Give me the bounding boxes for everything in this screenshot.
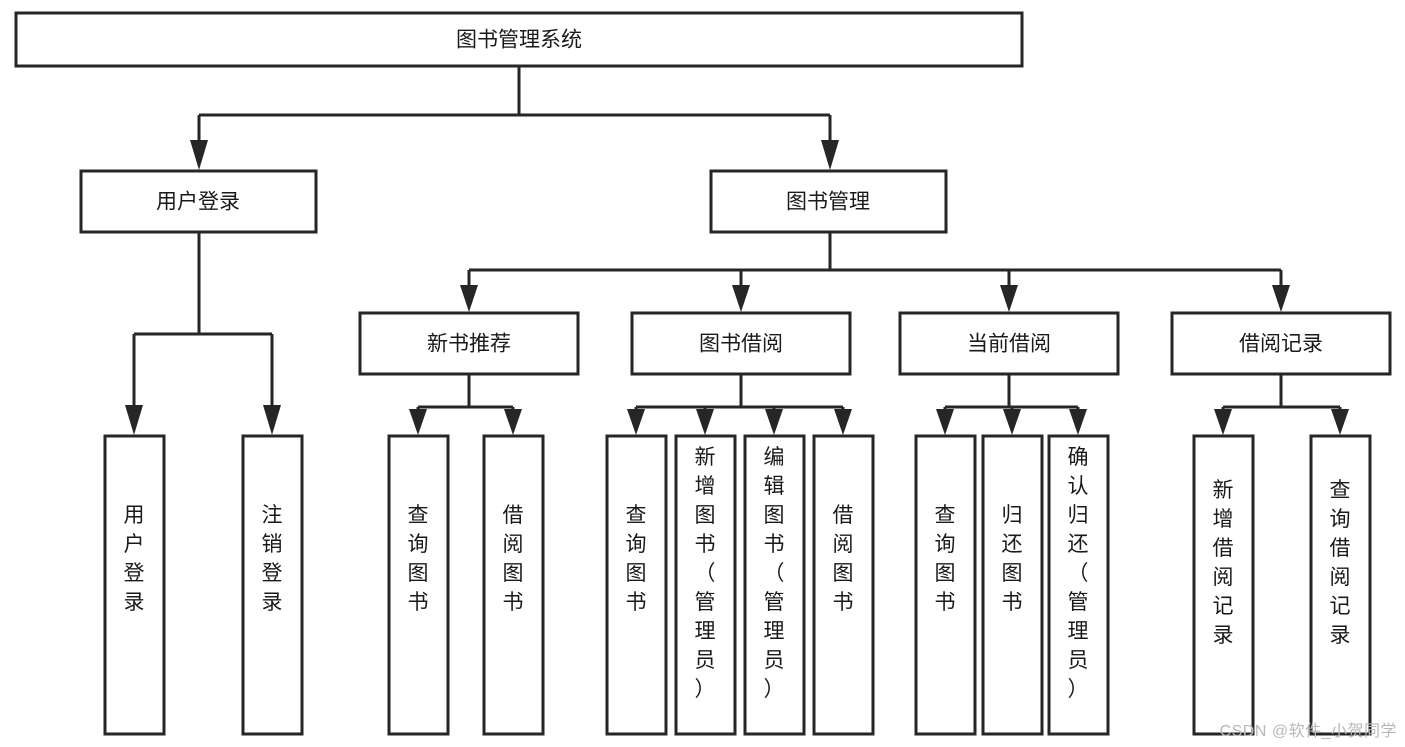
node-leaf-user-logout-label: 注销登录 xyxy=(262,504,283,614)
node-leaf-borrow-book-1[interactable]: 借阅图书 xyxy=(482,434,545,736)
node-leaf-user-login-box[interactable] xyxy=(103,434,166,736)
node-leaf-query-book-2[interactable]: 查询图书 xyxy=(605,434,668,736)
node-leaf-return-book-box[interactable] xyxy=(981,434,1044,736)
arrow-to-new-book-recommend xyxy=(460,285,478,312)
arrow-to-leaf-borrow-book-1 xyxy=(504,409,522,435)
node-leaf-add-book[interactable]: 新增图书（管理员） xyxy=(674,434,737,736)
node-leaf-query-book-1-box[interactable] xyxy=(387,434,450,736)
node-new-book-recommend[interactable]: 新书推荐 xyxy=(358,311,580,376)
node-leaf-query-book-3-box[interactable] xyxy=(914,434,977,736)
arrow-to-leaf-add-record xyxy=(1214,409,1232,435)
connector-group-borrow-record xyxy=(1214,374,1349,435)
node-new-book-recommend-box[interactable] xyxy=(358,311,580,376)
node-leaf-edit-book-label: 编辑图书（管理员） xyxy=(764,446,785,701)
node-book-manage[interactable]: 图书管理 xyxy=(709,169,948,234)
node-leaf-add-record[interactable]: 新增借阅记录 xyxy=(1192,434,1255,736)
arrow-to-leaf-query-record xyxy=(1331,409,1349,435)
arrow-to-borrow-record xyxy=(1272,285,1290,312)
arrow-to-user-login xyxy=(190,140,208,170)
node-book-manage-label: 图书管理 xyxy=(786,191,870,214)
node-leaf-user-logout-box[interactable] xyxy=(241,434,304,736)
node-leaf-borrow-book-2-label: 借阅图书 xyxy=(833,504,854,614)
node-book-manage-box[interactable] xyxy=(709,169,948,234)
node-new-book-recommend-label: 新书推荐 xyxy=(427,333,511,356)
node-user-login-box[interactable] xyxy=(79,169,318,234)
connector-group-current-borrow xyxy=(936,374,1087,435)
arrow-to-leaf-borrow-book-2 xyxy=(834,409,852,435)
node-current-borrow-box[interactable] xyxy=(898,311,1120,376)
connector-group-user-login xyxy=(125,232,281,435)
arrow-to-leaf-query-book-3 xyxy=(936,409,954,435)
arrow-to-leaf-user-logout xyxy=(263,405,281,435)
node-book-borrow-label: 图书借阅 xyxy=(699,333,783,356)
node-leaf-borrow-book-2[interactable]: 借阅图书 xyxy=(812,434,875,736)
node-borrow-record[interactable]: 借阅记录 xyxy=(1170,311,1392,376)
node-leaf-borrow-book-1-label: 借阅图书 xyxy=(503,504,524,614)
node-leaf-add-book-box[interactable] xyxy=(674,434,737,736)
node-book-borrow-box[interactable] xyxy=(630,311,852,376)
arrow-to-leaf-query-book-1 xyxy=(409,409,427,435)
arrow-to-current-borrow xyxy=(1000,285,1018,312)
node-leaf-edit-book[interactable]: 编辑图书（管理员） xyxy=(743,434,806,736)
node-root-label: 图书管理系统 xyxy=(456,29,582,52)
node-leaf-confirm-return-label: 确认归还（管理员） xyxy=(1068,446,1089,701)
node-leaf-user-login[interactable]: 用户登录 xyxy=(103,434,166,736)
node-leaf-query-record[interactable]: 查询借阅记录 xyxy=(1309,434,1372,736)
node-leaf-add-record-box[interactable] xyxy=(1192,434,1255,736)
node-current-borrow-label: 当前借阅 xyxy=(967,333,1051,356)
node-leaf-add-book-label: 新增图书（管理员） xyxy=(695,446,716,701)
node-leaf-query-book-1[interactable]: 查询图书 xyxy=(387,434,450,736)
node-leaf-borrow-book-1-box[interactable] xyxy=(482,434,545,736)
arrow-to-leaf-add-book xyxy=(696,409,714,435)
node-leaf-query-book-1-label: 查询图书 xyxy=(408,504,429,614)
node-leaf-confirm-return-box[interactable] xyxy=(1047,434,1110,736)
connector-group-root xyxy=(190,66,839,170)
node-user-login-label: 用户登录 xyxy=(156,191,240,214)
node-borrow-record-label: 借阅记录 xyxy=(1239,333,1323,356)
node-leaf-query-book-2-box[interactable] xyxy=(605,434,668,736)
node-leaf-return-book-label: 归还图书 xyxy=(1002,504,1023,614)
node-root-box[interactable] xyxy=(14,11,1024,68)
arrow-to-leaf-return-book xyxy=(1003,409,1021,435)
node-leaf-query-book-3[interactable]: 查询图书 xyxy=(914,434,977,736)
arrow-to-book-manage xyxy=(821,140,839,170)
arrow-to-leaf-edit-book xyxy=(765,409,783,435)
connector-group-book-borrow xyxy=(627,374,852,435)
node-leaf-add-record-label: 新增借阅记录 xyxy=(1213,479,1234,647)
node-leaf-user-logout[interactable]: 注销登录 xyxy=(241,434,304,736)
node-leaf-query-book-2-label: 查询图书 xyxy=(626,504,647,614)
node-leaf-query-record-box[interactable] xyxy=(1309,434,1372,736)
node-borrow-record-box[interactable] xyxy=(1170,311,1392,376)
node-leaf-user-login-label: 用户登录 xyxy=(124,504,145,614)
node-leaf-return-book[interactable]: 归还图书 xyxy=(981,434,1044,736)
node-book-borrow[interactable]: 图书借阅 xyxy=(630,311,852,376)
node-leaf-edit-book-box[interactable] xyxy=(743,434,806,736)
node-leaf-query-book-3-label: 查询图书 xyxy=(935,504,956,614)
arrow-to-leaf-query-book-2 xyxy=(627,409,645,435)
arrow-to-leaf-confirm-return xyxy=(1069,409,1087,435)
node-leaf-borrow-book-2-box[interactable] xyxy=(812,434,875,736)
node-current-borrow[interactable]: 当前借阅 xyxy=(898,311,1120,376)
arrow-to-leaf-user-login xyxy=(125,405,143,435)
node-leaf-confirm-return[interactable]: 确认归还（管理员） xyxy=(1047,434,1110,736)
connector-group-new-book-recommend xyxy=(409,374,522,435)
connector-group-book-manage xyxy=(460,232,1290,312)
node-root[interactable]: 图书管理系统 xyxy=(14,11,1024,68)
node-leaf-query-record-label: 查询借阅记录 xyxy=(1330,479,1351,647)
arrow-to-book-borrow xyxy=(732,285,750,312)
node-user-login[interactable]: 用户登录 xyxy=(79,169,318,234)
